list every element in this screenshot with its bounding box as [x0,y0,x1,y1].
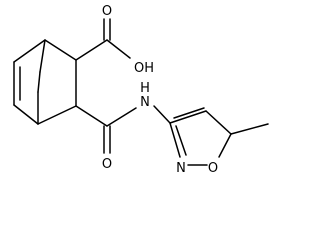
amide-oxygen-label: O [102,157,112,172]
bond-bridge-middle [37,71,41,93]
amide-nitrogen-h-label: H [140,81,150,96]
amide-group: O H N [75,81,171,172]
bond-c4-to-c5 [205,110,232,135]
amide-nitrogen-label: N [140,95,150,110]
hydroxyl-label: OH [134,61,154,76]
bond-nitrogen-to-isoxazole [153,105,171,124]
bond-bridgehead-top-to-c4 [13,39,46,63]
bond-c2-to-amide-carbon [75,105,108,127]
bond-ring-nitrogen-to-c3 [169,122,181,158]
carboxylic-acid-group: O OH [75,4,154,76]
molecular-structure-diagram: O OH O H N N O [13,4,269,176]
bond-amide-carbon-to-nitrogen [106,107,137,127]
bicyclooctene-cage [13,39,77,125]
bond-c3-to-c4-double [173,107,205,119]
ring-oxygen-label: O [208,161,218,176]
bond-ring-nitrogen-to-c3-double [175,125,187,156]
ring-nitrogen-label: N [176,161,186,176]
bond-c3-to-c4 [169,110,207,124]
bond-c5-to-ring-oxygen [218,133,232,158]
bond-c1-to-acid-carbon [75,39,108,61]
methylisoxazole-ring: N O [169,107,269,176]
bond-bridge-top [39,39,46,73]
bond-c5-to-bridgehead-bottom [13,104,39,125]
bond-bridgehead-top-to-c1 [44,39,77,61]
carboxyl-oxygen-label: O [102,4,112,19]
bond-c5-to-methyl [230,123,269,135]
bond-acid-carbon-to-hydroxyl [106,39,131,59]
bond-c2-to-bridgehead-bottom [37,105,77,125]
